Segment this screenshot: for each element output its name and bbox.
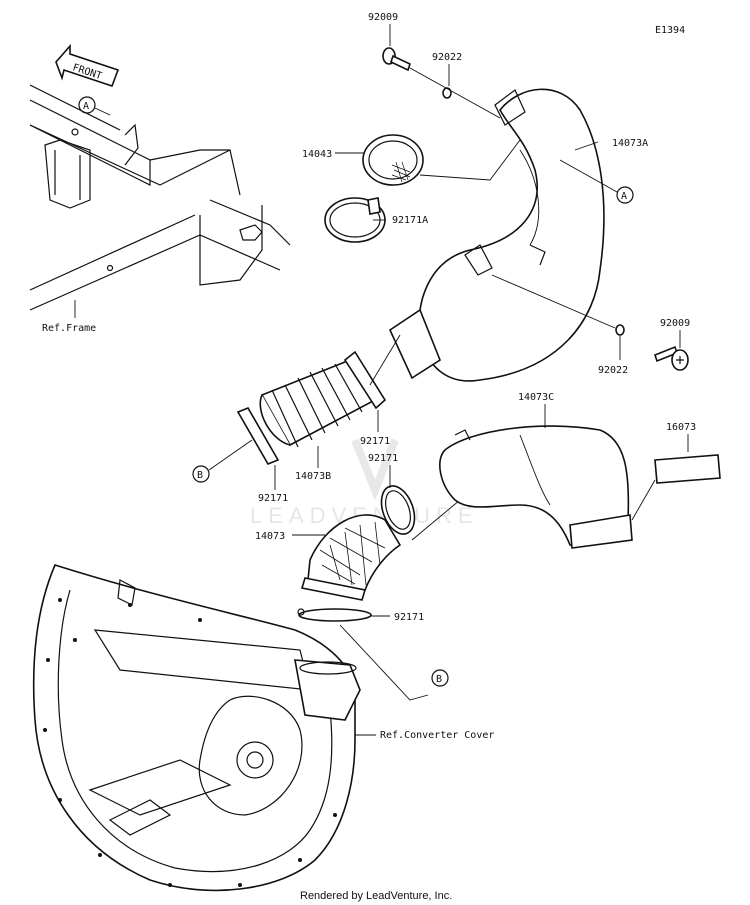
diagram-code: E1394: [655, 25, 685, 36]
clamp-92171-mid: [380, 485, 416, 535]
svg-text:A: A: [621, 191, 627, 202]
label-92171-mid: 92171: [368, 453, 398, 464]
label-14073: 14073: [255, 531, 285, 542]
elbow-duct-14073: [300, 514, 402, 601]
label-92171-left: 92171: [258, 493, 288, 504]
svg-text:B: B: [197, 470, 203, 481]
callout-a-left: A: [78, 96, 111, 116]
label-92171a: 92171A: [392, 215, 428, 226]
svg-text:B: B: [436, 674, 442, 685]
clamp-92171-left: [236, 406, 280, 466]
intake-duct-14073a: [388, 88, 605, 382]
callout-a-right: A: [559, 159, 634, 204]
front-arrow-icon: FRONT: [55, 43, 120, 88]
label-14043: 14043: [302, 149, 332, 160]
frame-assembly: [29, 84, 291, 311]
converter-cover: [32, 564, 361, 892]
mesh-cover-14043: [362, 134, 424, 186]
washer-92022-right: [615, 324, 625, 336]
label-92022-right: 92022: [598, 365, 628, 376]
pad-16073: [654, 454, 721, 484]
ref-converter-label: Ref.Converter Cover: [380, 730, 494, 741]
leader-cover-duct: [419, 139, 521, 181]
label-92022-top: 92022: [432, 52, 462, 63]
label-14073c: 14073C: [518, 392, 554, 403]
svg-text:A: A: [83, 101, 89, 112]
label-92171-upper: 92171: [360, 436, 390, 447]
label-92009-top: 92009: [368, 12, 398, 23]
label-14073a: 14073A: [612, 138, 648, 149]
bolt-92009-right: [654, 345, 689, 371]
label-92171-lower: 92171: [394, 612, 424, 623]
callout-b-left: B: [192, 439, 253, 483]
clamp-92171a: [324, 197, 386, 243]
callout-b-right: B: [431, 669, 449, 687]
bolt-92009-top: [382, 47, 411, 72]
washer-92022-top: [442, 87, 452, 99]
footer-credit: Rendered by LeadVenture, Inc.: [300, 890, 452, 902]
label-92009-right: 92009: [660, 318, 690, 329]
ref-frame-label: Ref.Frame: [42, 323, 96, 334]
leader-bolt-line-top: [409, 67, 501, 119]
label-14073b: 14073B: [295, 471, 331, 482]
clamp-92171-upper: [343, 350, 387, 410]
clamp-92171-lower: [297, 608, 372, 622]
duct-14073c: [439, 425, 633, 549]
label-16073: 16073: [666, 422, 696, 433]
